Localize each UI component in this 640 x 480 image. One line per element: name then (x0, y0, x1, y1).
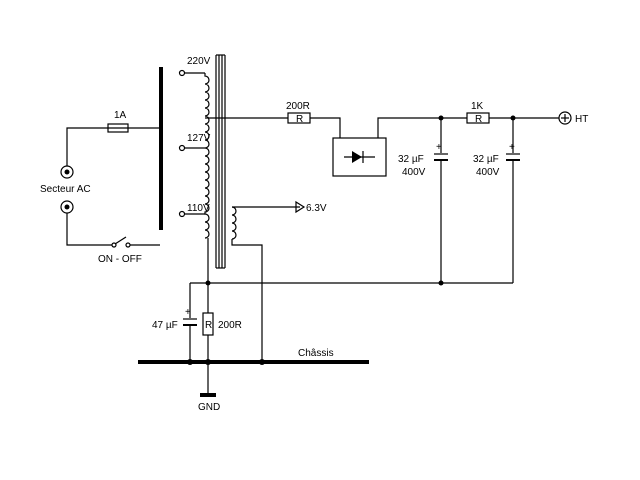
fuse-label: 1A (114, 110, 127, 121)
series-resistor: R (287, 112, 311, 125)
transformer-core (215, 54, 226, 269)
ac-input-socket-bottom (60, 200, 74, 214)
ht-output-terminal (558, 111, 572, 125)
c1-value-label: 32 µF (398, 154, 424, 165)
junction-c1-bottom (438, 280, 444, 286)
tap-127-label: 127V (187, 133, 211, 144)
tap-110 (178, 210, 186, 218)
heater-label: 6.3V (306, 203, 327, 214)
gnd-label: GND (198, 402, 220, 413)
tap-220 (178, 69, 186, 77)
wire-mains-live (66, 127, 108, 166)
fuse (107, 123, 129, 133)
capacitor-bias (183, 318, 197, 326)
wire-r-to-rectifier (310, 117, 341, 138)
junction-chassis-heater (259, 359, 265, 365)
bias-resistor: R (202, 312, 214, 336)
cbias-label: 47 µF (152, 320, 178, 331)
heater-output-arrow (295, 200, 306, 214)
r-series-mark: R (296, 114, 303, 125)
c1-plus: + (436, 142, 442, 153)
switch-label: ON - OFF (98, 254, 142, 265)
c1-voltage-label: 400V (402, 167, 426, 178)
junction-chassis-cbias (187, 359, 193, 365)
r-series-label: 200R (286, 101, 310, 112)
c2-voltage-label: 400V (476, 167, 500, 178)
r-filter-label: 1K (471, 101, 484, 112)
rectifier-box (332, 137, 387, 177)
primary-winding (204, 73, 210, 239)
wire-mains-neutral (66, 213, 112, 246)
r-filter-mark: R (475, 114, 482, 125)
ht-label: HT (575, 114, 588, 125)
tap-127 (178, 144, 186, 152)
heater-winding (231, 206, 237, 240)
filter-resistor: R (466, 112, 490, 125)
tap-220-label: 220V (187, 56, 211, 67)
cbias-plus: + (185, 307, 191, 318)
wire-rectifier-out (377, 117, 467, 138)
secteur-label: Secteur AC (40, 184, 91, 195)
c2-plus: + (509, 142, 515, 153)
c2-value-label: 32 µF (473, 154, 499, 165)
chassis-label: Châssis (298, 348, 334, 359)
ac-input-socket-top (60, 165, 74, 179)
wire-heater-bottom (231, 239, 263, 362)
capacitor-c1 (434, 153, 448, 161)
diode-icon (352, 151, 362, 163)
on-off-switch (111, 236, 131, 248)
tap-110-label: 110V (187, 203, 210, 214)
rbias-label: 200R (218, 320, 242, 331)
capacitor-c2 (506, 153, 520, 161)
r-bias-mark: R (205, 320, 212, 331)
